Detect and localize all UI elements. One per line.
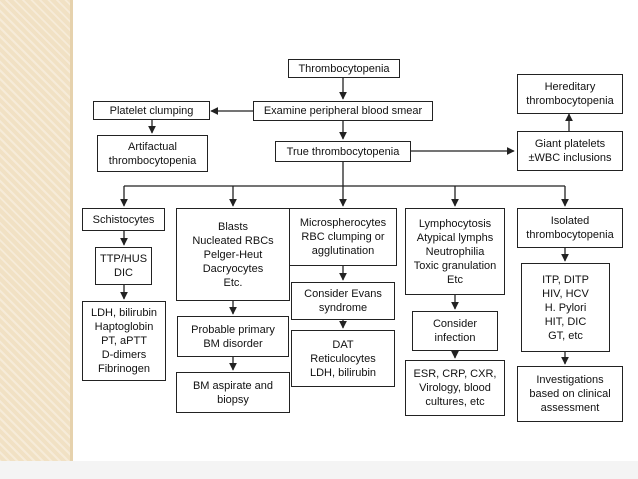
giant-platelets-box: Giant platelets ±WBC inclusions: [517, 131, 623, 171]
ttp-hus-box: TTP/HUS DIC: [95, 247, 152, 285]
microspherocytes-box: Microspherocytes RBC clumping or aggluti…: [289, 208, 397, 266]
thrombocytopenia-box: Thrombocytopenia: [288, 59, 400, 78]
lymphocytosis-box: Lymphocytosis Atypical lymphs Neutrophil…: [405, 208, 505, 295]
investigations-box: Investigations based on clinical assessm…: [517, 366, 623, 422]
consider-infection-box: Consider infection: [412, 311, 498, 351]
side-panel-edge: [70, 0, 73, 479]
primary-bm-disorder-box: Probable primary BM disorder: [177, 316, 289, 357]
bm-aspirate-box: BM aspirate and biopsy: [176, 372, 290, 413]
evans-syndrome-box: Consider Evans syndrome: [291, 282, 395, 320]
platelet-clumping-box: Platelet clumping: [93, 101, 210, 120]
decorative-side-panel: [0, 0, 70, 479]
ldh-haptoglobin-box: LDH, bilirubin Haptoglobin PT, aPTT D-di…: [82, 301, 166, 381]
bottom-band: [0, 461, 638, 479]
blasts-box: Blasts Nucleated RBCs Pelger-Heut Dacryo…: [176, 208, 290, 301]
true-thrombocytopenia-box: True thrombocytopenia: [275, 141, 411, 162]
dat-reticulocytes-box: DAT Reticulocytes LDH, bilirubin: [291, 330, 395, 387]
schistocytes-box: Schistocytes: [82, 208, 165, 231]
artifactual-box: Artifactual thrombocytopenia: [97, 135, 208, 172]
esr-crp-box: ESR, CRP, CXR, Virology, blood cultures,…: [405, 360, 505, 416]
examine-smear-box: Examine peripheral blood smear: [253, 101, 433, 121]
hereditary-box: Hereditary thrombocytopenia: [517, 74, 623, 114]
isolated-thrombocytopenia-box: Isolated thrombocytopenia: [517, 208, 623, 248]
itp-ditp-box: ITP, DITP HIV, HCV H. Pylori HIT, DIC GT…: [521, 263, 610, 352]
